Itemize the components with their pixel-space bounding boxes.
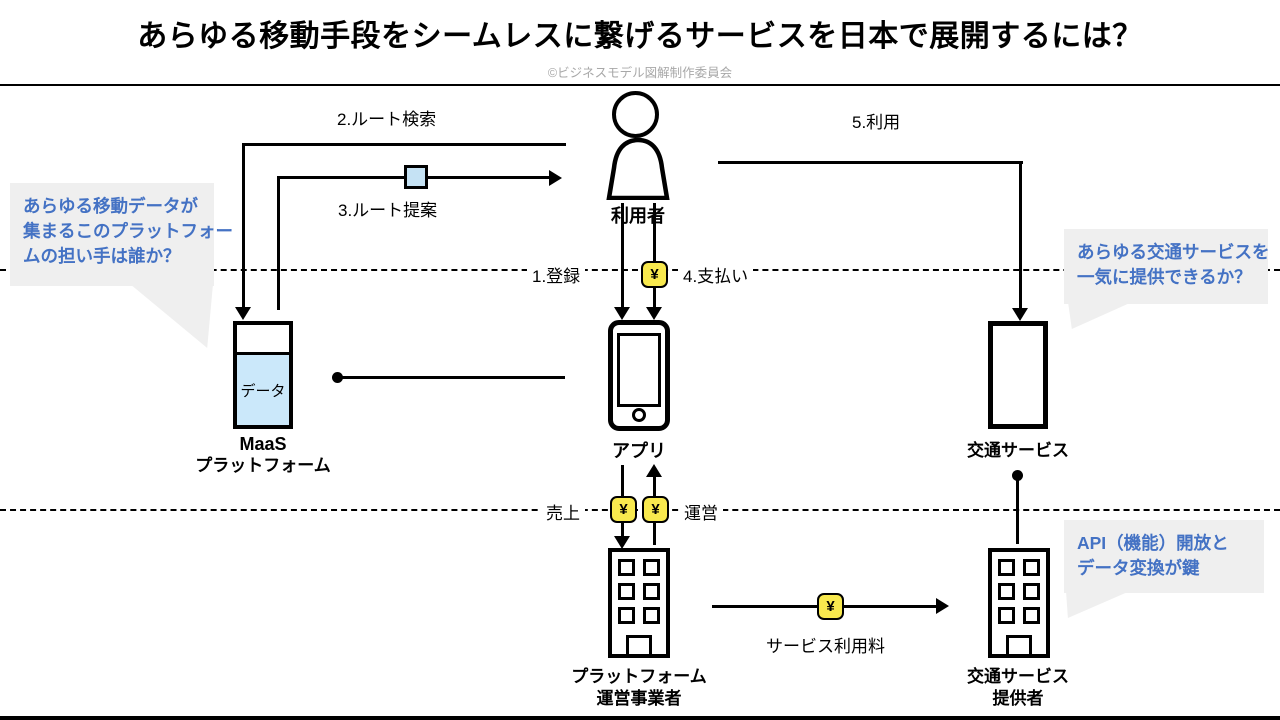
- register-label: 1.登録: [527, 262, 586, 287]
- phone-screen: [617, 333, 661, 407]
- maas-data-fill: データ: [237, 352, 289, 425]
- footer-divider: [0, 716, 1280, 720]
- use-label: 5.利用: [852, 113, 901, 132]
- provider-link-line: [1016, 479, 1019, 544]
- service-fee-arrowhead: [936, 598, 949, 614]
- credit-text: ©ビジネスモデル図解制作委員会: [547, 66, 733, 80]
- callout-api-tail: [1066, 591, 1130, 618]
- transport-provider-label: 交通サービス 提供者: [967, 667, 1069, 708]
- lower-dashed-separator: [0, 509, 1280, 511]
- callout-one-stop: あらゆる交通サービスを 一気に提供できるか？: [1064, 229, 1270, 304]
- route-search-label: 2.ルート検索: [337, 110, 437, 129]
- payment-yen-icon: ¥: [641, 261, 668, 288]
- route-chip-icon: [404, 165, 428, 189]
- operation-label: 運営: [679, 499, 723, 524]
- transport-service-label: 交通サービス: [967, 441, 1069, 460]
- upper-dashed-separator: [0, 269, 1280, 271]
- building-window: [643, 583, 660, 600]
- building-window: [618, 583, 635, 600]
- building-window: [1023, 607, 1040, 624]
- sales-yen-icon: ¥: [610, 496, 637, 523]
- transport-provider-building-icon: [988, 548, 1050, 658]
- building-window: [643, 559, 660, 576]
- building-window: [1023, 583, 1040, 600]
- use-line-h: [718, 161, 1023, 164]
- building-window: [618, 607, 635, 624]
- building-window: [998, 583, 1015, 600]
- operation-arrowhead: [646, 464, 662, 477]
- service-fee-label: サービス利用料: [766, 637, 885, 656]
- route-search-arrowhead: [235, 307, 251, 320]
- route-proposal-arrowhead: [549, 170, 562, 186]
- app-label: アプリ: [612, 441, 666, 461]
- user-body-icon: [606, 137, 670, 200]
- register-line: [621, 203, 624, 308]
- user-icon: [612, 91, 659, 138]
- use-line-v: [1019, 161, 1022, 309]
- register-arrowhead: [614, 307, 630, 320]
- callout-platform-owner-tail: [130, 284, 213, 348]
- platform-operator-building-icon: [608, 548, 670, 658]
- service-fee-yen-icon: ¥: [817, 593, 844, 620]
- maas-data-label: データ: [240, 382, 286, 400]
- user-label: 利用者: [611, 206, 665, 226]
- building-door: [1006, 635, 1032, 654]
- operation-yen-icon: ¥: [642, 496, 669, 523]
- callout-api: API（機能）開放と データ変換が鍵: [1064, 520, 1264, 593]
- route-proposal-label: 3.ルート提案: [338, 201, 438, 220]
- route-search-line-v: [242, 143, 245, 308]
- payment-line: [653, 203, 656, 308]
- phone-home-button: [632, 408, 646, 422]
- route-proposal-line-v: [277, 176, 280, 310]
- building-window: [618, 559, 635, 576]
- building-window: [998, 559, 1015, 576]
- payment-label: 4.支払い: [678, 262, 754, 287]
- app-phone-icon: [608, 320, 670, 431]
- header-divider: [0, 84, 1280, 86]
- sales-label: 売上: [541, 499, 585, 524]
- callout-one-stop-tail: [1068, 302, 1132, 329]
- use-arrowhead: [1012, 308, 1028, 321]
- building-door: [626, 635, 652, 654]
- transport-service-icon: [988, 321, 1048, 429]
- platform-operator-label: プラットフォーム 運営事業者: [571, 667, 707, 708]
- data-line-endpoint-dot: [332, 372, 343, 383]
- page-title: あらゆる移動手段をシームレスに繋げるサービスを日本で展開するには？: [137, 20, 1143, 53]
- callout-platform-owner: あらゆる移動データが 集まるこのプラットフォー ムの担い手は誰か？: [10, 183, 233, 286]
- sales-arrowhead: [614, 536, 630, 549]
- maas-platform-label: MaaS プラットフォーム: [195, 434, 331, 475]
- provider-link-endpoint-dot: [1012, 470, 1023, 481]
- data-line: [337, 376, 565, 379]
- building-window: [643, 607, 660, 624]
- route-search-line-h: [242, 143, 566, 146]
- maas-platform-icon: データ: [233, 321, 293, 429]
- building-window: [1023, 559, 1040, 576]
- building-window: [998, 607, 1015, 624]
- payment-arrowhead: [646, 307, 662, 320]
